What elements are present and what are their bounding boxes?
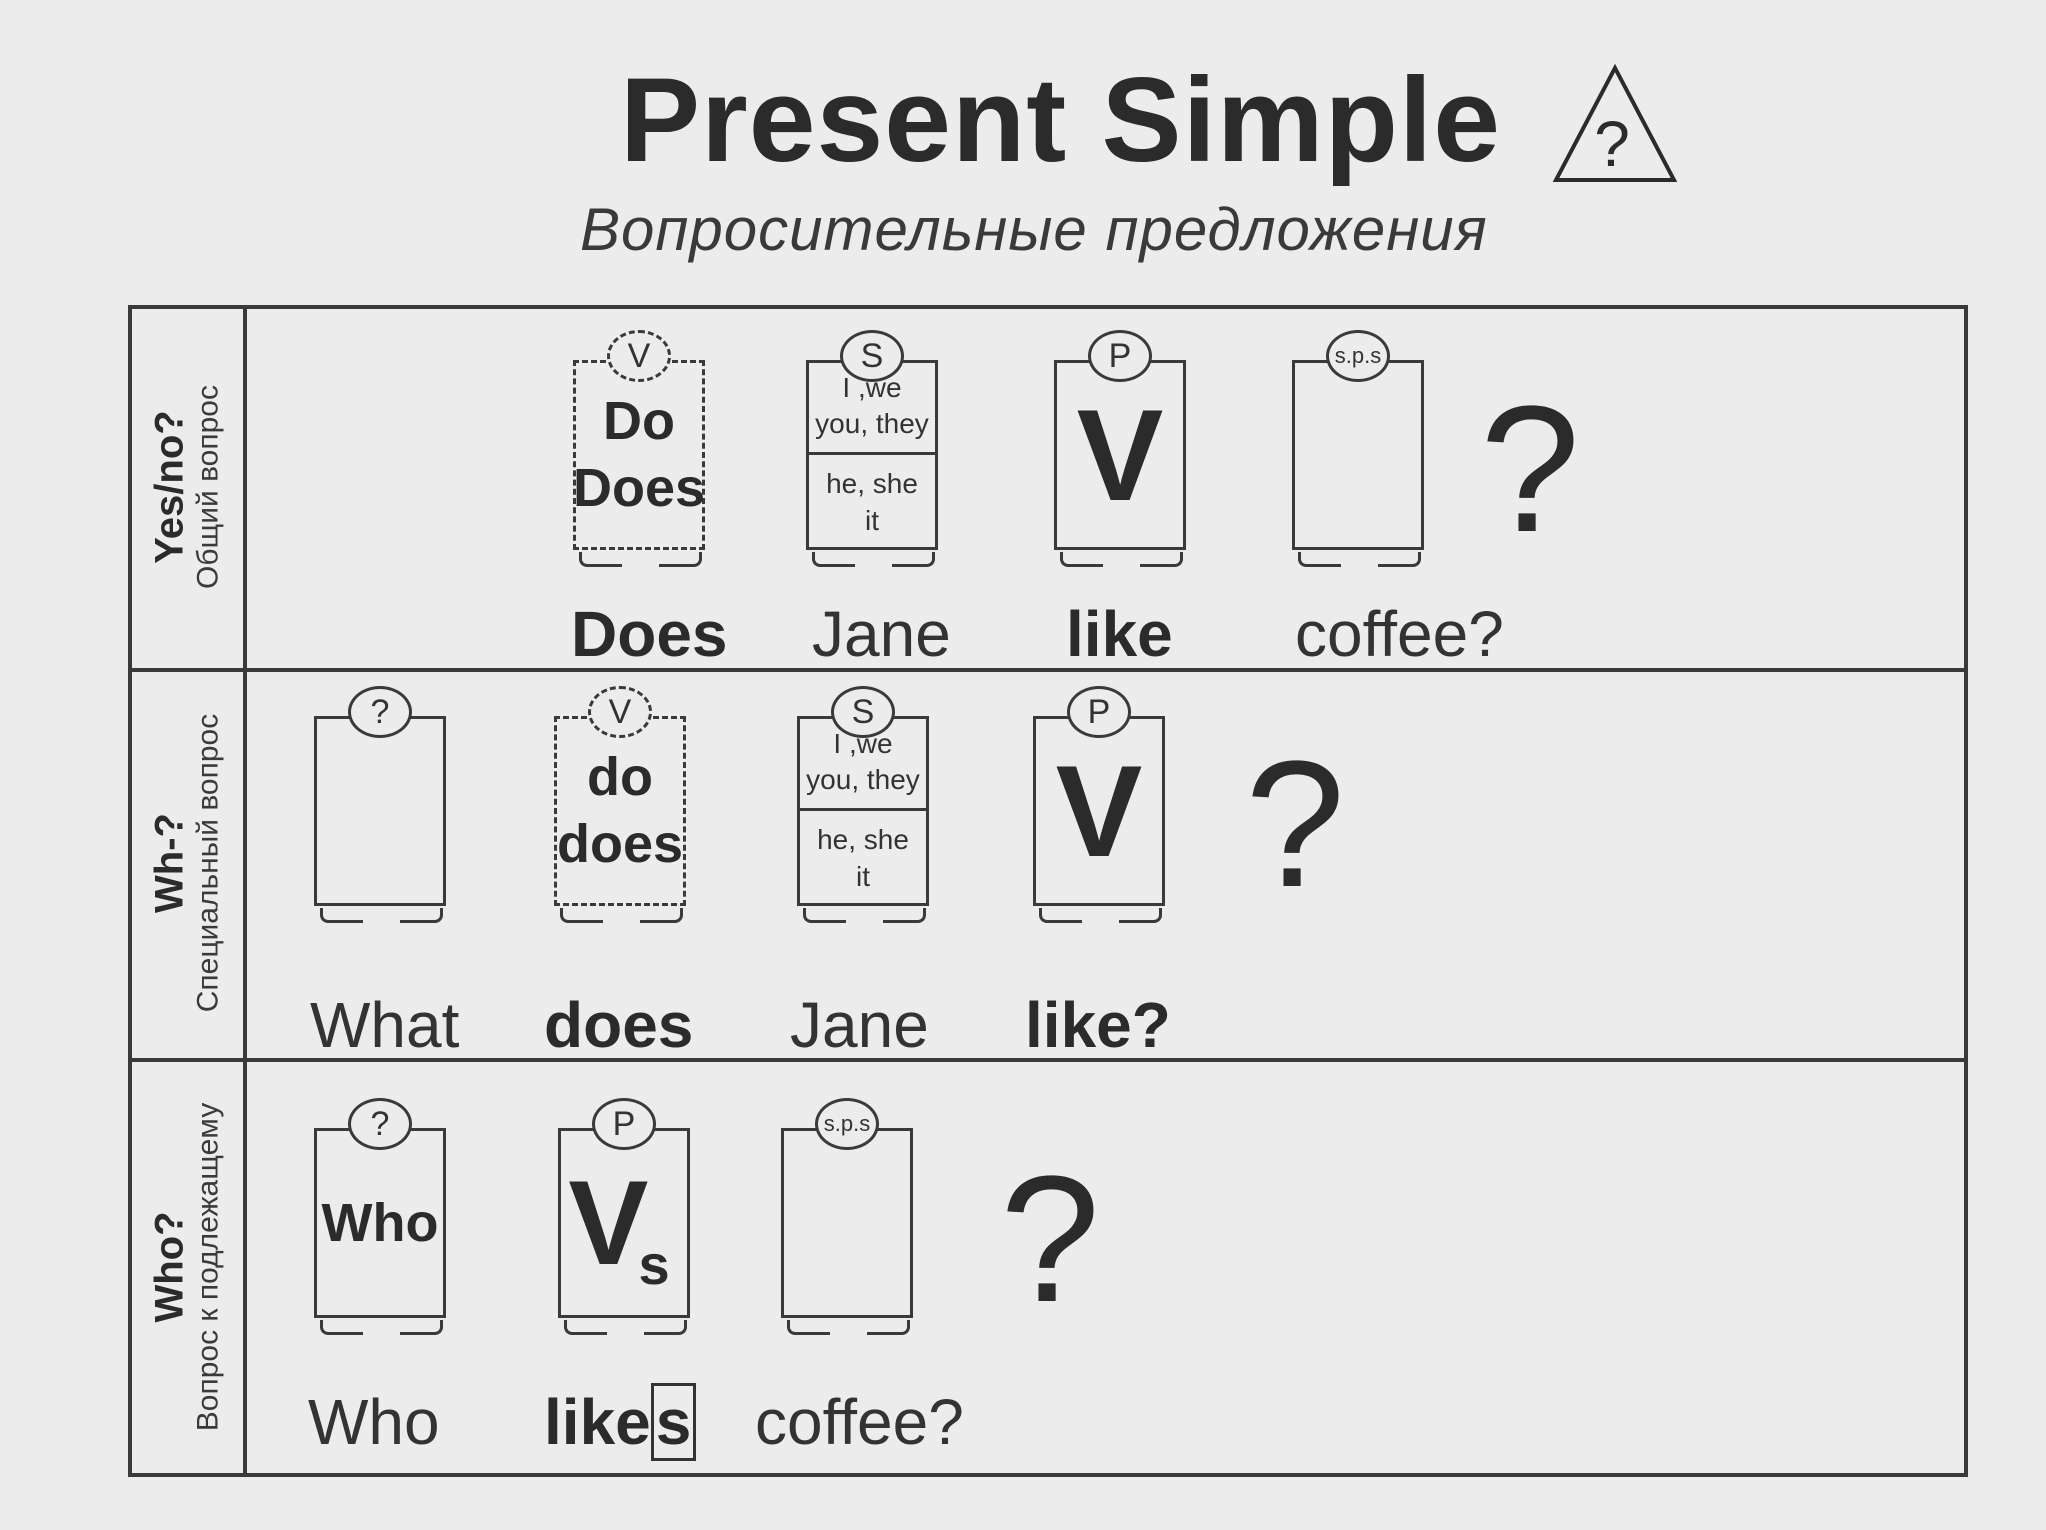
sentence-verb: like: [1066, 598, 1173, 670]
question-mark: ?: [1245, 724, 1346, 925]
sentence-subject: Jane: [812, 598, 951, 670]
sentence-verb: like?: [1025, 989, 1171, 1061]
sentence-verb: likes: [544, 1383, 697, 1461]
svg-text:?: ?: [1594, 108, 1630, 180]
label-column-divider: [243, 305, 247, 1477]
sentence-subject: Jane: [790, 989, 929, 1061]
sentence-question-word: Who: [308, 1386, 440, 1458]
question-mark: ?: [1480, 369, 1581, 570]
sentence-object: coffee?: [755, 1386, 964, 1458]
question-triangle-icon: ?: [1550, 62, 1680, 191]
row-divider: [128, 1058, 1968, 1062]
sentence-aux: does: [544, 989, 694, 1061]
sentence-question-word: What: [310, 989, 460, 1061]
verb-suffix-box: s: [650, 1383, 697, 1461]
row-divider: [128, 668, 1968, 672]
question-mark: ?: [1000, 1139, 1101, 1340]
sentence-aux: Does: [571, 598, 728, 670]
sentence-object: coffee?: [1295, 598, 1504, 670]
page-subtitle: Вопросительные предложения: [580, 196, 1488, 263]
grammar-table: [128, 305, 1968, 1477]
page-title: Present Simple: [620, 53, 1502, 187]
